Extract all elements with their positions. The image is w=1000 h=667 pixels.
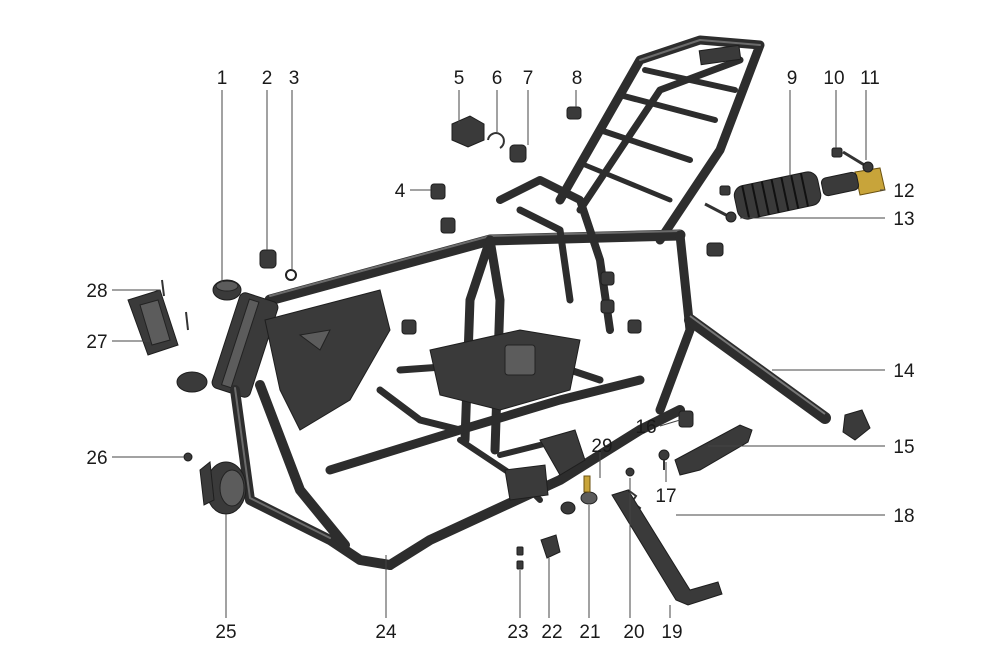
rivets-28 [161, 279, 189, 331]
callout-17: 17 [655, 486, 676, 507]
pins-23 [516, 546, 524, 570]
screw-26 [183, 452, 193, 462]
callout-18: 18 [893, 506, 914, 527]
nut-10 [831, 147, 843, 158]
side-stand-19 [611, 489, 723, 606]
callout-15: 15 [893, 437, 914, 458]
bracket-22 [540, 534, 561, 559]
main-frame [211, 35, 765, 570]
circlip-6 [487, 132, 505, 149]
callout-labels: 1 2 3 4 5 6 7 8 9 10 11 12 13 14 15 16 1… [86, 68, 915, 643]
rubber-bushing [176, 371, 208, 393]
bushing-2 [259, 249, 277, 269]
callout-1: 1 [217, 68, 228, 89]
callout-22: 22 [541, 622, 562, 643]
bolt-29 [583, 475, 591, 493]
nut-12 [719, 185, 731, 196]
bolt-13 [704, 202, 737, 223]
rubber-bushing-1 [212, 279, 242, 301]
callout-2: 2 [262, 68, 273, 89]
bolt-20 [625, 467, 635, 477]
bolt-17 [658, 449, 670, 470]
callout-13: 13 [893, 209, 914, 230]
bush-16 [678, 410, 694, 428]
callout-26: 26 [86, 448, 107, 469]
bushing-4 [430, 183, 456, 234]
callout-6: 6 [492, 68, 503, 89]
bushing-7 [509, 144, 527, 163]
stand-bracket-15 [674, 424, 753, 476]
callout-10: 10 [823, 68, 844, 89]
callout-28: 28 [86, 281, 107, 302]
callout-8: 8 [572, 68, 583, 89]
rear-shock-absorber-9 [733, 167, 886, 220]
callout-25: 25 [215, 622, 236, 643]
callout-9: 9 [787, 68, 798, 89]
callout-3: 3 [289, 68, 300, 89]
callout-11: 11 [860, 68, 880, 89]
callout-7: 7 [523, 68, 534, 89]
fuel-cap-5 [451, 115, 485, 148]
plate-27 [127, 289, 179, 356]
callout-4: 4 [395, 181, 406, 202]
callout-14: 14 [893, 361, 915, 382]
small-bushings [401, 242, 724, 335]
callout-24: 24 [375, 622, 397, 643]
callout-27: 27 [86, 332, 107, 353]
pivot-shaft-14 [684, 314, 871, 441]
leader-lines [112, 90, 885, 618]
horn-25 [199, 461, 247, 515]
washer-21 [560, 491, 598, 515]
callout-20: 20 [623, 622, 644, 643]
callout-23: 23 [507, 622, 528, 643]
callout-12: 12 [893, 181, 914, 202]
callout-19: 19 [661, 622, 682, 643]
washer-3 [285, 269, 297, 281]
callout-5: 5 [454, 68, 465, 89]
callout-16: 16 [635, 417, 656, 438]
bolt-11 [842, 150, 874, 173]
callout-29: 29 [591, 436, 612, 457]
rear-subframe [555, 35, 765, 245]
callout-21: 21 [579, 622, 600, 643]
bushing-8 [566, 106, 582, 120]
